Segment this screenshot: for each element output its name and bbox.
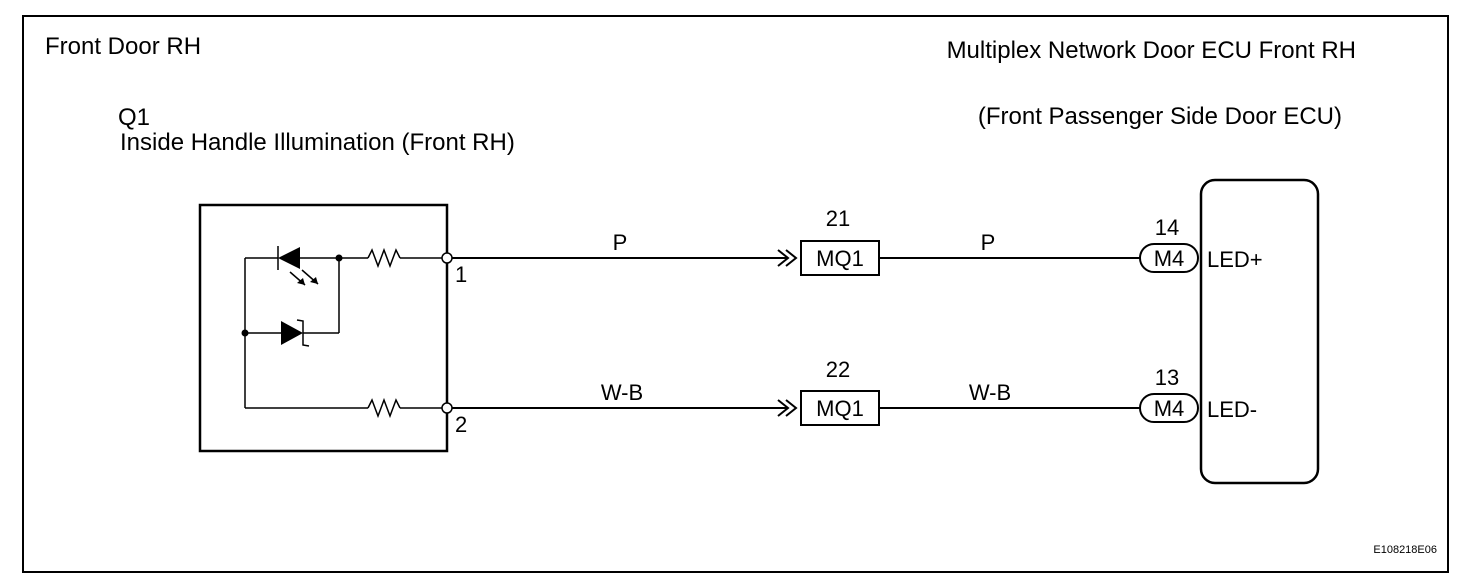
wire-bottom-color-left: W-B <box>601 380 643 405</box>
illumination-circuit <box>241 246 442 419</box>
ecu-connector-top-pin: 14 <box>1155 215 1179 240</box>
ecu-connector-bottom-name: M4 <box>1154 396 1185 421</box>
component-name: Inside Handle Illumination (Front RH) <box>120 129 515 156</box>
pin1-label: 1 <box>455 262 467 287</box>
resistor-bottom-symbol <box>367 397 401 419</box>
diagram-code: E108218E06 <box>1373 544 1437 556</box>
wire-top-color-right: P <box>981 230 996 255</box>
pin2-terminal <box>441 402 453 414</box>
component-box <box>198 203 449 453</box>
ecu-connector-bottom-pin: 13 <box>1155 365 1179 390</box>
junction-bottom-box <box>800 390 880 426</box>
junction-bottom-pin: 22 <box>826 357 850 382</box>
led-diode-symbol <box>278 247 300 269</box>
ecu-box <box>1199 178 1320 485</box>
ecu-title: Multiplex Network Door ECU Front RH <box>947 37 1356 64</box>
zener-diode-symbol <box>281 321 303 345</box>
resistor-top-symbol <box>367 247 401 269</box>
connector-arrow-top <box>777 249 790 267</box>
wire-bottom-color-right: W-B <box>969 380 1011 405</box>
diagram-frame <box>22 15 1449 573</box>
wire-top-color-left: P <box>613 230 628 255</box>
junction-top-name: MQ1 <box>816 246 864 271</box>
ecu-connector-bottom <box>1139 393 1199 423</box>
pin1-terminal <box>441 252 453 264</box>
ecu-terminal-top: LED+ <box>1207 247 1263 272</box>
junction-bottom-name: MQ1 <box>816 396 864 421</box>
component-id: Q1 <box>118 104 150 131</box>
pin2-label: 2 <box>455 412 467 437</box>
front-door-label: Front Door RH <box>45 33 201 60</box>
junction-top-pin: 21 <box>826 206 850 231</box>
ecu-subtitle: (Front Passenger Side Door ECU) <box>978 103 1342 130</box>
ecu-terminal-bottom: LED- <box>1207 397 1257 422</box>
ecu-connector-top <box>1139 243 1199 273</box>
ecu-connector-top-name: M4 <box>1154 246 1185 271</box>
connector-arrow-bottom <box>777 399 790 417</box>
